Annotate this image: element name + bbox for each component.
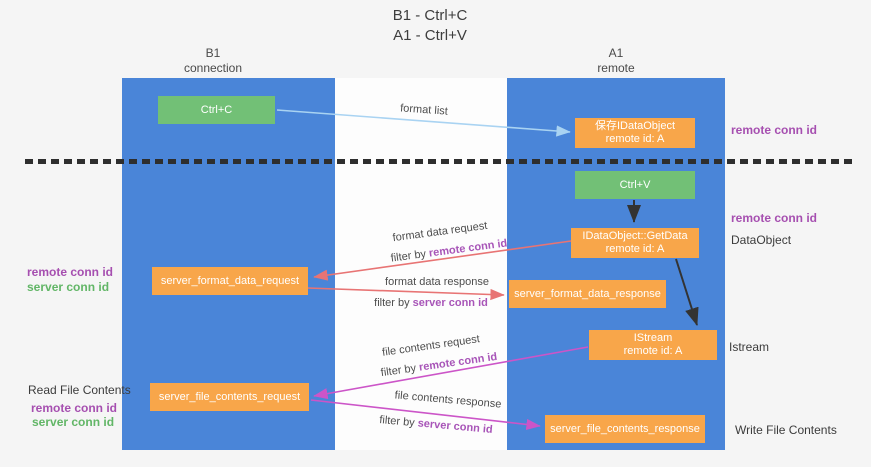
getdata-line2: remote id: A: [605, 243, 665, 255]
save-idataobject-line1: 保存IDataObject: [594, 120, 676, 132]
ctrl-v-label: Ctrl+V: [619, 178, 651, 191]
left-column-header: B1 connection: [153, 46, 273, 76]
title-line-2: A1 - Ctrl+V: [393, 27, 467, 44]
right-remote-conn-id-label-1: remote conn id: [731, 123, 818, 137]
left-server-conn-id-label-2: server conn id: [32, 415, 115, 429]
left-remote-conn-id-label-1: remote conn id: [27, 265, 114, 279]
filter-by-text: filter by: [374, 297, 413, 309]
istream-side-label: Istream: [729, 340, 770, 354]
left-server-conn-id-label-1: server conn id: [27, 280, 110, 294]
idataobject-getdata-box: IDataObject::GetData remote id: A: [571, 228, 699, 258]
right-column-subtitle: remote: [597, 61, 635, 75]
ctrl-v-box: Ctrl+V: [575, 171, 695, 199]
server-format-data-response-label: server_format_data_response: [514, 287, 661, 300]
ctrl-c-label: Ctrl+C: [200, 103, 233, 116]
server-conn-id-highlight: server conn id: [412, 297, 488, 309]
istream-line1: IStream: [633, 332, 673, 344]
ctrl-c-box: Ctrl+C: [158, 96, 275, 124]
server-file-contents-response-label: server_file_contents_response: [550, 422, 700, 435]
server-format-data-request-label: server_format_data_request: [160, 274, 300, 287]
server-file-contents-request-box: server_file_contents_request: [150, 383, 309, 411]
filter-by-server-conn-id-label-1: filter by server conn id: [374, 297, 488, 309]
server-format-data-response-box: server_format_data_response: [509, 280, 666, 308]
right-remote-conn-id-label-2: remote conn id: [731, 211, 818, 225]
dataobject-label: DataObject: [731, 233, 792, 247]
left-column-name: B1: [205, 46, 221, 60]
title-line-1: B1 - Ctrl+C: [392, 7, 468, 24]
left-column-subtitle: connection: [183, 61, 243, 75]
clipboard-boundary-separator: [25, 159, 857, 164]
istream-line2: remote id: A: [623, 345, 683, 357]
istream-box: IStream remote id: A: [589, 330, 717, 360]
server-format-data-request-box: server_format_data_request: [152, 267, 308, 295]
getdata-line1: IDataObject::GetData: [582, 230, 688, 242]
right-column-name: A1: [608, 46, 624, 60]
read-file-contents-label: Read File Contents: [28, 383, 131, 397]
server-file-contents-response-box: server_file_contents_response: [545, 415, 705, 443]
diagram-title: B1 - Ctrl+C A1 - Ctrl+V: [330, 6, 530, 46]
format-data-response-arrow-label: format data response: [385, 276, 489, 288]
write-file-contents-label: Write File Contents: [735, 423, 837, 437]
save-idataobject-box: 保存IDataObject remote id: A: [575, 118, 695, 148]
right-column-header: A1 remote: [556, 46, 676, 76]
left-remote-conn-id-label-2: remote conn id: [31, 401, 118, 415]
save-idataobject-line2: remote id: A: [605, 133, 665, 145]
server-file-contents-request-label: server_file_contents_request: [158, 390, 301, 403]
